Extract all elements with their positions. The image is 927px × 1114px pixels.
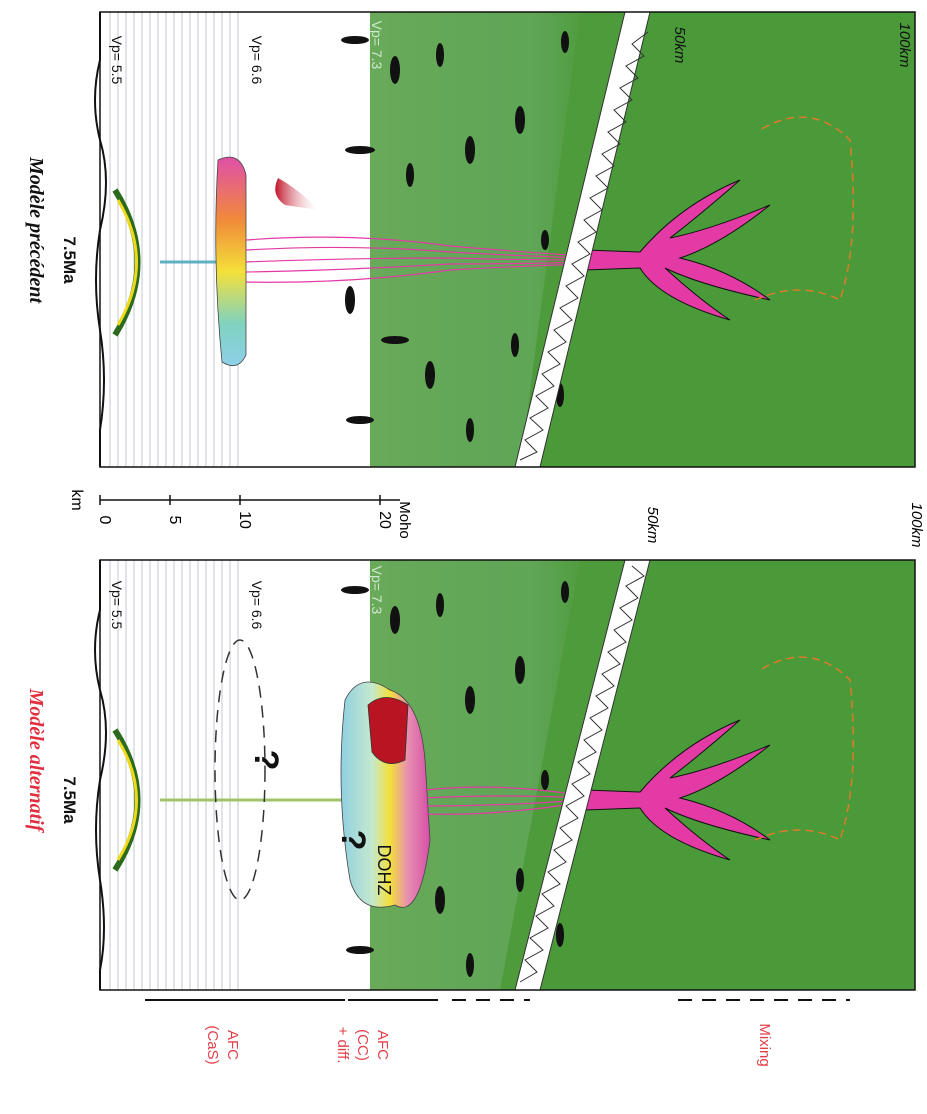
process-afc-cas-line2: (CaS)	[204, 1025, 221, 1064]
question-mark-upper: ?	[247, 750, 285, 771]
panel-top	[94, 11, 916, 468]
scale-tick-10: 10	[236, 511, 253, 529]
mafic-enclaves	[341, 31, 569, 442]
panel-bottom-labels: Modèle alternatif 7.5Ma Vp= 5.5 Vp= 6.6 …	[25, 566, 394, 896]
pink-conduits	[245, 236, 586, 283]
age-label: 7.5Ma	[60, 236, 79, 284]
vp-lower: Vp= 7.3	[369, 566, 385, 615]
red-body	[367, 697, 409, 764]
magma-chamber-top	[215, 156, 247, 367]
scale-tick-20: 20	[376, 511, 393, 529]
crust-layering	[109, 12, 239, 467]
scale-unit: km	[68, 489, 85, 510]
process-afc-cas-line1: AFC	[224, 1030, 241, 1060]
process-labels: AFC (CaS) AFC (CC) + diff. Mixing	[204, 1023, 773, 1066]
panel-bottom	[94, 559, 916, 991]
dohz-label: DOHZ	[374, 845, 394, 896]
process-afc-cc-line1: AFC	[374, 1030, 391, 1060]
depth-100km: 100km	[896, 22, 913, 67]
magma-chamber-dohz	[340, 681, 431, 908]
depth-scale: km 0 5 10 20 Moho 50km 100km	[68, 489, 925, 547]
process-afc-cc-line3: + diff.	[334, 1027, 351, 1064]
mantle-diapir	[584, 179, 771, 321]
panel-title-previous: Modèle précédent	[25, 156, 47, 305]
mantle-diapir	[584, 719, 771, 861]
moho-label: Moho	[396, 501, 413, 539]
vp-upper: Vp= 5.5	[109, 36, 125, 85]
age-label: 7.5Ma	[60, 776, 79, 824]
panel-top-labels: Modèle précédent 7.5Ma Vp= 5.5 Vp= 6.6 V…	[25, 21, 913, 305]
crust-layering	[109, 560, 239, 990]
vp-upper: Vp= 5.5	[109, 581, 125, 630]
hypothetical-chamber	[214, 639, 266, 901]
scale-50km: 50km	[644, 507, 661, 544]
red-blob	[275, 178, 318, 210]
vp-lower: Vp= 7.3	[369, 21, 385, 70]
scale-100km: 100km	[908, 502, 925, 547]
mantle-lower-left	[370, 12, 640, 467]
vp-middle: Vp= 6.6	[249, 581, 265, 630]
panel-title-alternative: Modèle alternatif	[25, 688, 47, 834]
question-mark-lower: ?	[334, 830, 372, 851]
mafic-enclaves	[341, 581, 569, 977]
depth-50km: 50km	[671, 27, 688, 64]
process-afc-cc-line2: (CC)	[354, 1029, 371, 1061]
mantle-lower-left	[370, 560, 640, 990]
process-mixing: Mixing	[756, 1023, 773, 1066]
vp-middle: Vp= 6.6	[249, 36, 265, 85]
scale-tick-0: 0	[96, 516, 113, 525]
scale-tick-5: 5	[166, 516, 183, 525]
